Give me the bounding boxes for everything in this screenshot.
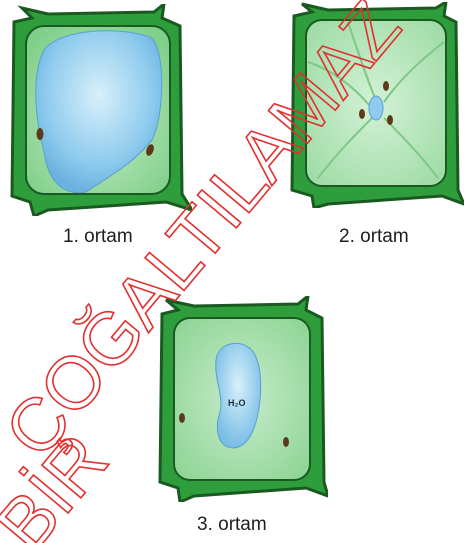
chloroplast [37,128,44,140]
cell-1-label: 1. ortam [63,226,133,248]
chloroplast [283,437,289,447]
chloroplast [179,413,185,423]
cell-1-diagram [4,4,192,216]
chloroplast [383,81,389,91]
cell-3-diagram: H₂O [156,296,328,502]
watermark-text-lower: BİR [0,418,124,543]
cell-2-label: 2. ortam [339,226,409,248]
cell-3-label: 3. ortam [197,514,267,536]
cell-2-diagram [288,2,464,208]
vacuole-label: H₂O [228,398,246,408]
chloroplast [359,109,365,119]
vacuole [369,96,383,120]
chloroplast [387,115,393,125]
